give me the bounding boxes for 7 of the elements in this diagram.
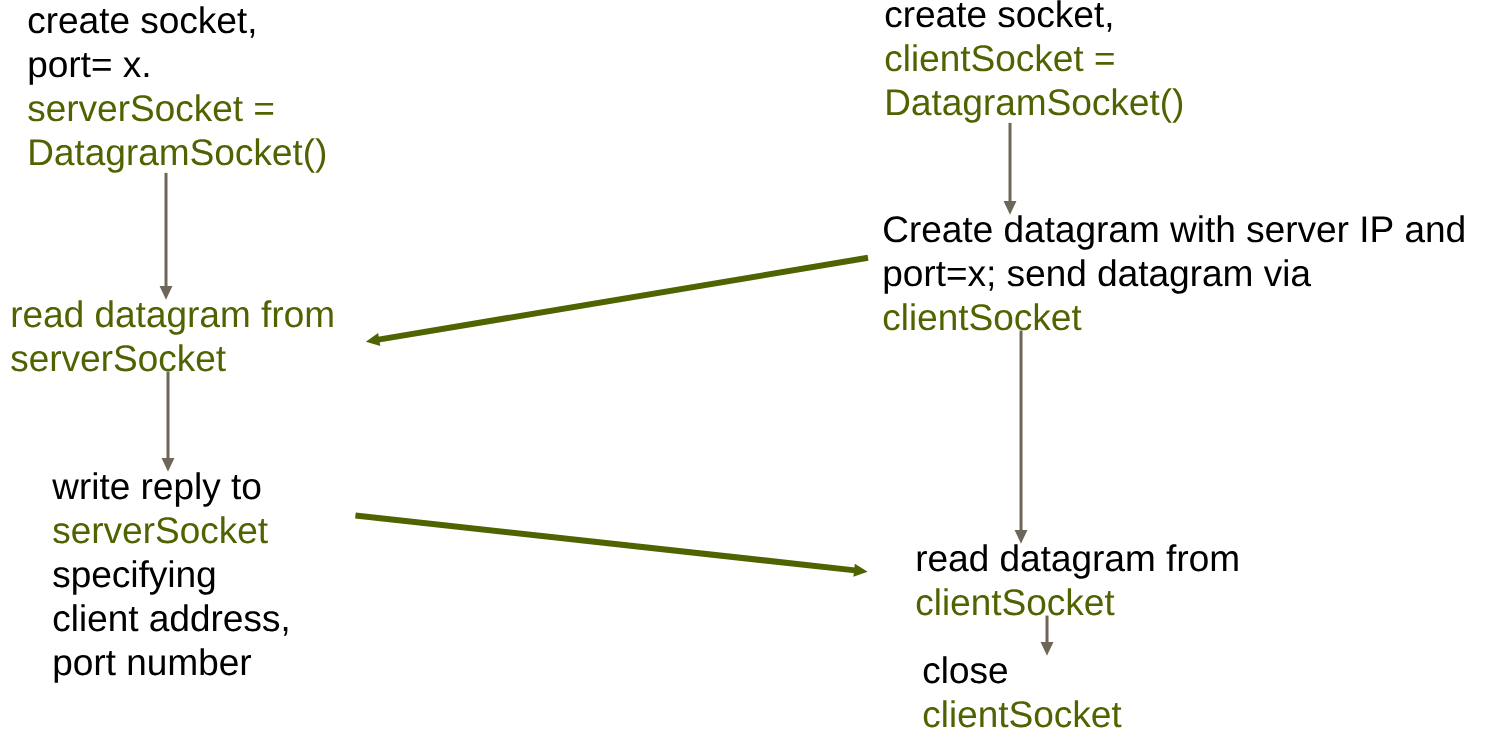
step-text: read datagram from clientSocket: [916, 544, 1238, 616]
step-text: read datagram from serverSocket: [11, 300, 333, 372]
step-text: write reply to serverSocket specifying client address, port number: [52, 472, 288, 683]
step-text: close clientSocket: [923, 656, 1122, 728]
step-text: create socket, port= x. serverSocket = DatagramSocket(): [28, 6, 326, 173]
step-text: create socket, clientSocket = DatagramSocket(): [885, 0, 1183, 123]
step-text: Create datagram with server IP and port=x; send datagram via clientSocket: [883, 215, 1464, 331]
